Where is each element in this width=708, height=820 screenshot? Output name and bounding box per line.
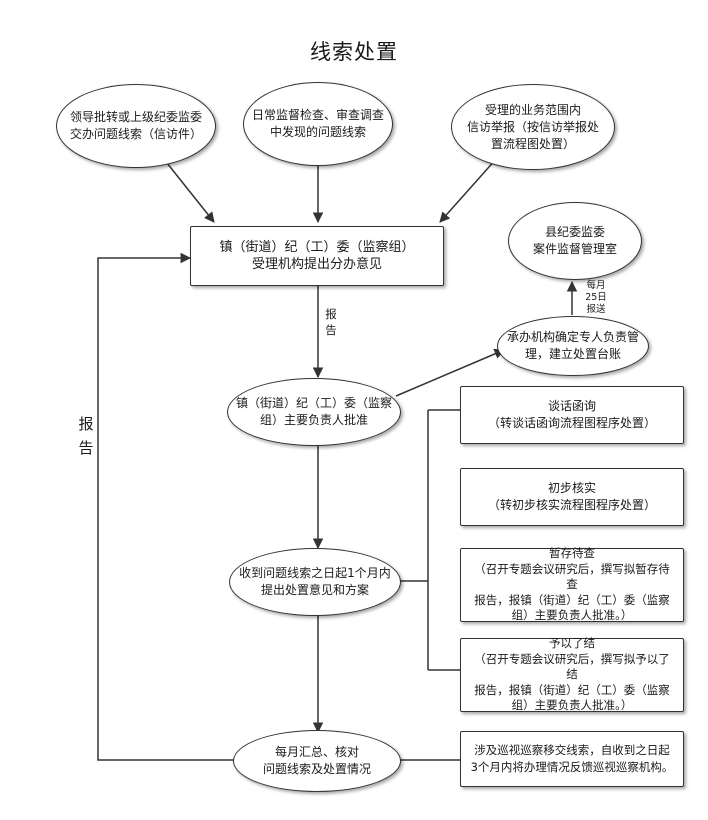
edge-label-report-down: 报 告 xyxy=(325,307,337,337)
node-source-leader: 领导批转或上级纪委监委 交办问题线索（信访件） xyxy=(56,84,216,168)
node-hold-pending: 暂存待查 （召开专题会议研究后，撰写拟暂存待查 报告，报镇（街道）纪（工）委（监… xyxy=(460,546,684,622)
arrow-approval-to-handler xyxy=(395,348,505,397)
node-acceptance: 镇（街道）纪（工）委（监察组） 受理机构提出分办意见 xyxy=(190,226,444,286)
edge-label-monthly: 每月 25日 报送 xyxy=(585,280,607,315)
page-title: 线索处置 xyxy=(310,40,398,64)
edge-label-report-left: 报 告 xyxy=(78,415,94,457)
node-talk-inquiry: 谈话函询 （转谈话函询流程图程序处置） xyxy=(460,386,684,444)
node-summary: 每月汇总、核对 问题线索及处置情况 xyxy=(233,730,401,792)
arrow-petition-to-acceptance xyxy=(439,157,498,223)
arrow-summary-report-loop xyxy=(97,252,238,761)
arrow-leader-to-acceptance xyxy=(162,157,215,223)
node-preliminary-verify: 初步核实 （转初步核实流程图程序处置） xyxy=(460,468,684,526)
node-source-daily: 日常监督检查、审查调查 中发现的问题线索 xyxy=(243,82,393,166)
node-source-petition: 受理的业务范围内 信访举报（按信访举报处 置流程图处置） xyxy=(451,84,615,170)
node-proposal: 收到问题线索之日起1个月内 提出处置意见和方案 xyxy=(229,548,401,616)
node-county-office: 县纪委监委 案件监督管理室 xyxy=(508,202,642,280)
node-approval: 镇（街道）纪（工）委（监察 组）主要负责人批准 xyxy=(227,378,401,446)
node-inspection-feedback: 涉及巡视巡察移交线索，自收到之日起 3个月内将办理情况反馈巡视巡察机构。 xyxy=(460,731,684,787)
node-handler: 承办机构确定专人负责管 理，建立处置台账 xyxy=(497,316,649,376)
node-close-case: 予以了结 （召开专题会议研究后，撰写拟予以了结 报告，报镇（街道）纪（工）委（监… xyxy=(460,636,684,712)
